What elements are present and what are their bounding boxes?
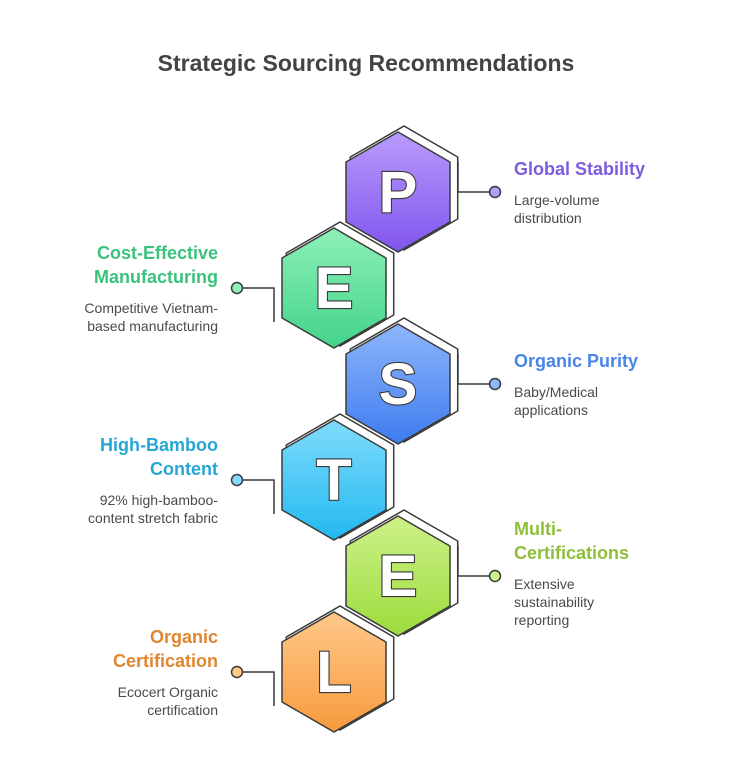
- hexagon-high-bamboo-content: [281, 419, 387, 541]
- desc-organic-purity: Baby/Medical applications: [514, 384, 599, 418]
- desc-cost-effective-manufacturing: Competitive Vietnam-based manufacturing: [84, 300, 218, 334]
- heading-organic-purity: Organic Purity: [514, 351, 639, 371]
- connector-dot-global-stability: [488, 185, 502, 199]
- label-global-stability: Global Stability Large-volume distributi…: [514, 157, 714, 227]
- label-high-bamboo-content: High-Bamboo Content 92% high-bamboo-cont…: [58, 433, 218, 527]
- desc-organic-certification: Ecocert Organic certification: [117, 684, 218, 718]
- label-organic-purity: Organic Purity Baby/Medical applications: [514, 349, 714, 419]
- heading-cost-effective-manufacturing: Cost-Effective Manufacturing: [94, 243, 218, 287]
- connector-cost-effective-manufacturing: [237, 287, 275, 322]
- connector-dot-high-bamboo-content: [230, 473, 244, 487]
- hexagon-letter-high-bamboo-content: T: [316, 448, 351, 513]
- heading-multi-certifications: Multi-Certifications: [514, 519, 630, 563]
- hexagon-multi-certifications: [345, 515, 451, 637]
- desc-global-stability: Large-volume distribution: [514, 192, 600, 226]
- label-cost-effective-manufacturing: Cost-Effective Manufacturing Competitive…: [58, 241, 218, 335]
- label-organic-certification: Organic Certification Ecocert Organic ce…: [88, 625, 218, 719]
- label-multi-certifications: Multi-Certifications Extensive sustainab…: [514, 517, 664, 629]
- connector-organic-certification: [237, 671, 275, 706]
- heading-global-stability: Global Stability: [514, 159, 646, 179]
- connector-dot-organic-purity: [488, 377, 502, 391]
- hexagon-organic-certification: [281, 611, 387, 733]
- connector-high-bamboo-content: [237, 479, 275, 514]
- hexagon-letter-organic-purity: S: [379, 352, 418, 417]
- hexagon-letter-cost-effective-manufacturing: E: [315, 256, 354, 321]
- desc-high-bamboo-content: 92% high-bamboo-content stretch fabric: [88, 492, 218, 526]
- connector-dot-cost-effective-manufacturing: [230, 281, 244, 295]
- hexagon-letter-global-stability: P: [379, 160, 418, 225]
- page-title: Strategic Sourcing Recommendations: [157, 50, 575, 76]
- connector-dot-organic-certification: [230, 665, 244, 679]
- connector-dot-multi-certifications: [488, 569, 502, 583]
- hexagon-letter-organic-certification: L: [316, 640, 351, 705]
- heading-high-bamboo-content: High-Bamboo Content: [100, 435, 218, 479]
- hexagon-cost-effective-manufacturing: [281, 227, 387, 349]
- heading-organic-certification: Organic Certification: [112, 627, 218, 671]
- hexagon-organic-purity: [345, 323, 451, 445]
- hexagon-global-stability: [345, 131, 451, 253]
- desc-multi-certifications: Extensive sustainability reporting: [514, 576, 595, 628]
- hexagon-letter-multi-certifications: E: [379, 544, 418, 609]
